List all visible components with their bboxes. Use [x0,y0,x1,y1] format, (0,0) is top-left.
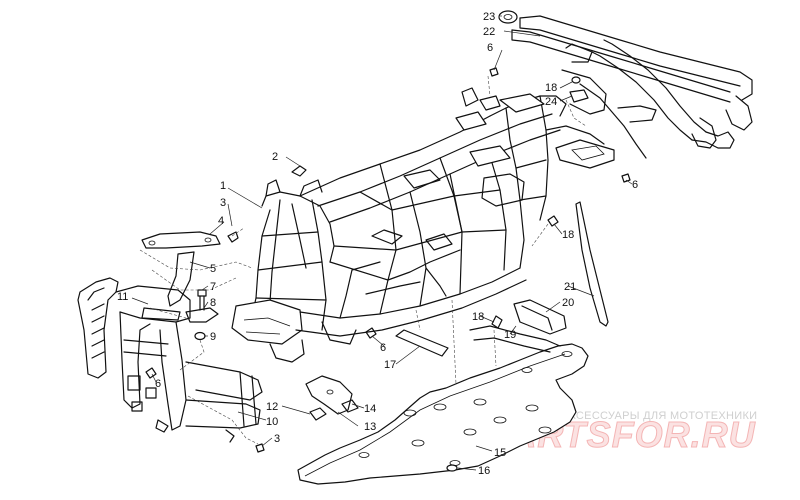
callout-22: 22 [483,26,495,38]
guide-lines [139,75,587,445]
callout-8: 8 [210,297,216,309]
callout-12: 12 [266,401,278,413]
callout-6-rear: 6 [487,42,493,54]
callout-23: 23 [483,11,495,23]
callout-6-rack: 6 [632,179,638,191]
callout-labels: 1 2 3 4 5 6 7 8 9 10 11 12 13 14 15 16 1… [117,11,638,477]
callout-7: 7 [210,281,216,293]
callout-18-lower: 18 [472,311,484,323]
callout-21: 21 [564,281,576,293]
callout-10: 10 [266,416,278,428]
callout-15: 15 [494,447,506,459]
callout-20: 20 [562,297,574,309]
callout-9: 9 [210,331,216,343]
callout-14: 14 [364,403,376,415]
callout-24: 24 [545,96,557,108]
callout-18-right: 18 [562,229,574,241]
callout-6-bumper: 6 [155,378,161,390]
callout-4: 4 [218,215,224,227]
front-bumper [77,277,263,443]
main-frame [231,87,567,363]
callout-3: 3 [220,197,226,209]
callout-1: 1 [220,180,226,192]
skid-plate [297,343,589,485]
callout-18-rear: 18 [545,82,557,94]
callout-5: 5 [210,263,216,275]
callout-16: 16 [478,465,490,477]
leader-lines [131,15,633,471]
callout-11: 11 [117,291,128,303]
callout-19: 19 [504,329,516,341]
callout-2: 2 [272,151,278,163]
callout-17: 17 [384,359,396,371]
callout-13: 13 [364,421,376,433]
rear-rack [498,10,753,169]
callout-3-lower: 3 [274,433,280,445]
small-parts [141,67,631,472]
callout-6-lower: 6 [380,342,386,354]
